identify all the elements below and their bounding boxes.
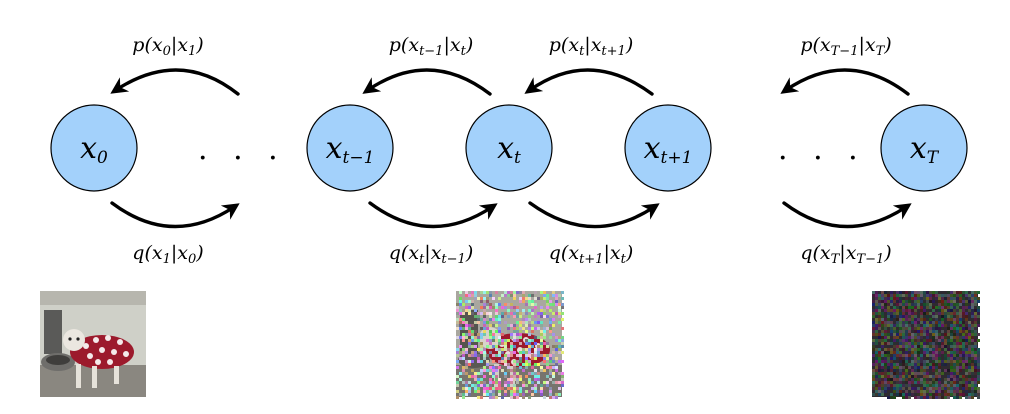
forward-arrow-4 <box>782 201 912 229</box>
node-xT: xT <box>880 104 968 192</box>
node-xt-plus-1: xt+1 <box>624 104 712 192</box>
svg-text:xt−1: xt−1 <box>326 131 375 168</box>
forward-label-4: q(xT|xT−1) <box>800 242 891 267</box>
reverse-arrow-2 <box>362 68 492 96</box>
svg-text:xt+1: xt+1 <box>644 131 693 168</box>
partially-noised-dog-photo <box>456 291 564 399</box>
reverse-arrow-1 <box>110 68 240 96</box>
node-xt: xt <box>465 104 553 192</box>
pure-noise-image <box>872 291 980 399</box>
svg-text:xt: xt <box>497 131 521 168</box>
node-xt-minus-1: xt−1 <box>306 104 394 192</box>
reverse-label-2: p(xt−1|xt) <box>389 34 473 59</box>
reverse-label-4: p(xT−1|xT) <box>800 34 891 59</box>
clean-dog-photo <box>40 291 146 397</box>
reverse-arrow-3 <box>524 68 654 96</box>
forward-arrow-3 <box>528 201 660 229</box>
forward-arrow-2 <box>368 201 498 229</box>
forward-arrow-1 <box>110 201 240 229</box>
forward-label-2: q(xt|xt−1) <box>389 242 473 267</box>
svg-text:xT: xT <box>910 131 940 168</box>
svg-text:x0: x0 <box>80 131 108 168</box>
forward-label-1: q(x1|x0) <box>132 242 203 267</box>
ellipsis-right: · · · <box>778 141 866 176</box>
reverse-arrow-4 <box>780 68 910 96</box>
reverse-label-1: p(x0|x1) <box>132 34 203 59</box>
node-x0: x0 <box>50 104 138 192</box>
forward-label-3: q(xt+1|xt) <box>549 242 633 267</box>
reverse-label-3: p(xt|xt+1) <box>549 34 633 59</box>
ellipsis-left: · · · <box>198 141 286 176</box>
